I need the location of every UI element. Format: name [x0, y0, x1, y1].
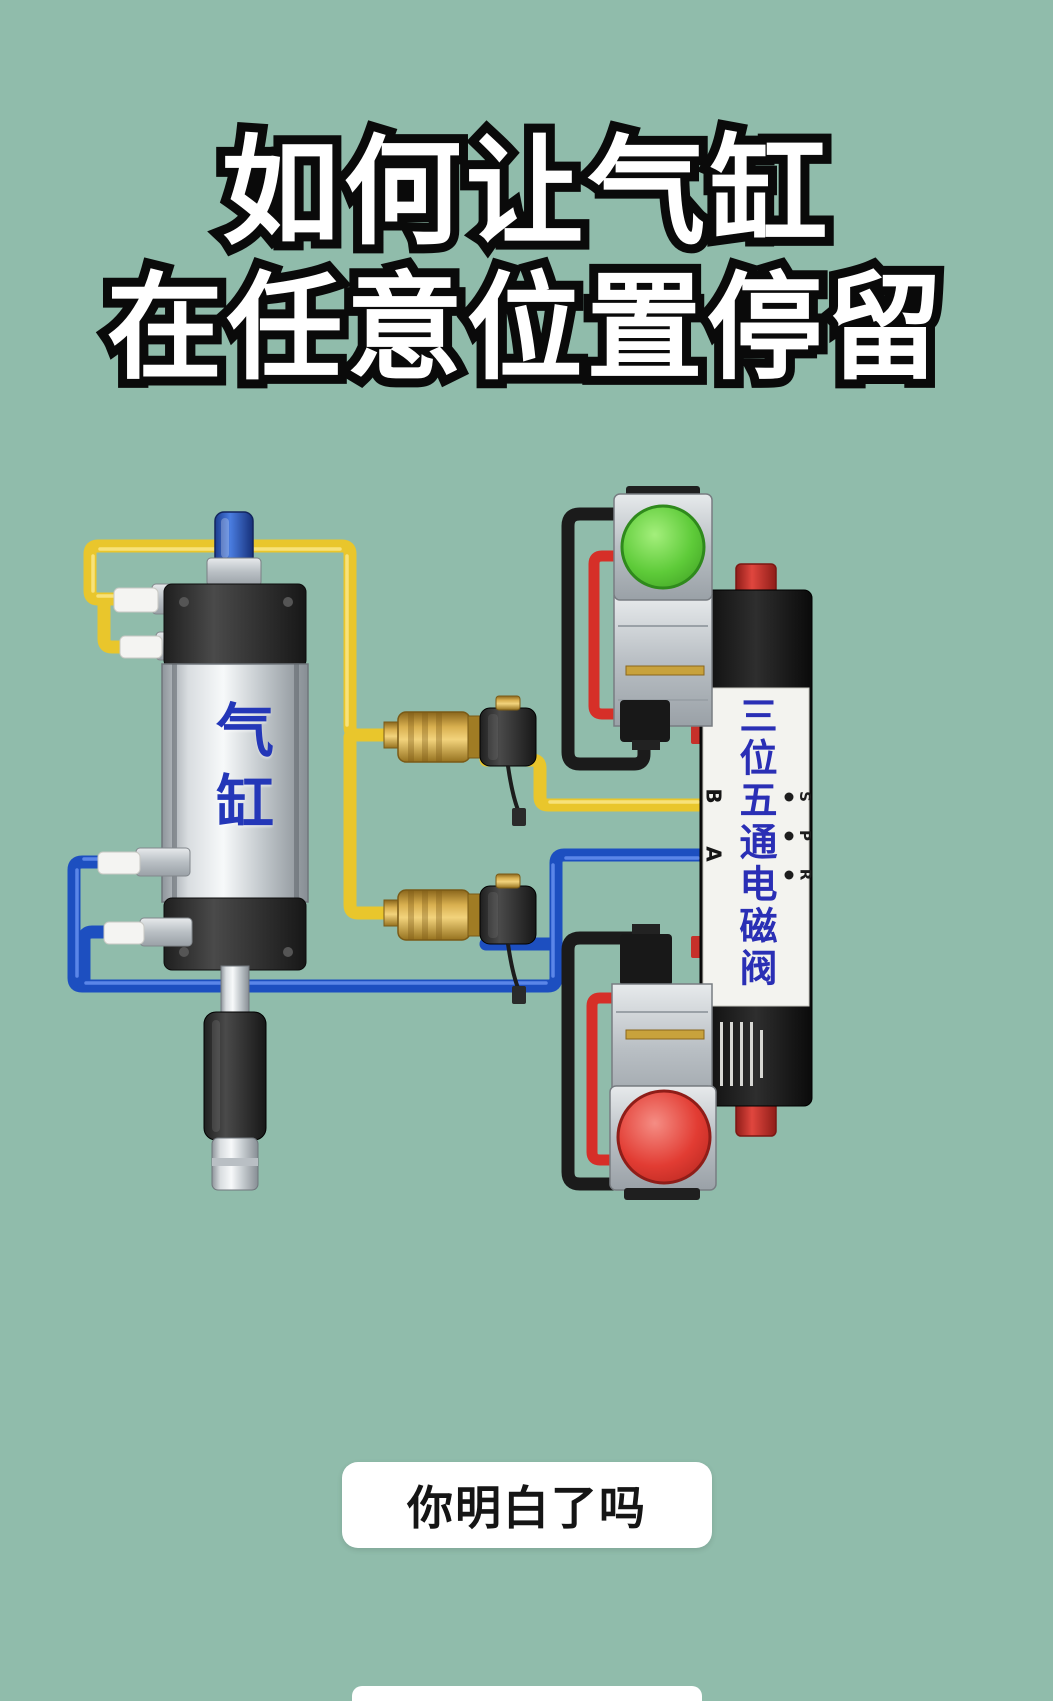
- check-valve-2: [383, 873, 537, 1004]
- top-coil-connector: [620, 700, 670, 742]
- valve-spec-text-block: [720, 1022, 763, 1086]
- signal-wires: [561, 507, 651, 1191]
- valve-port-nub-bottom: [691, 936, 702, 958]
- air-cylinder: [97, 511, 309, 1191]
- red-wire-top: [588, 550, 632, 720]
- green-button: [620, 504, 706, 590]
- cylinder-cap-nut: [206, 557, 262, 587]
- bottom-cropped-panel: [352, 1686, 702, 1701]
- valve-label-panel: [702, 687, 810, 1007]
- cylinder-bottom-fittings: [97, 847, 193, 947]
- port-dot-p: [784, 831, 794, 841]
- check-valve-1: [383, 695, 537, 826]
- red-wire-bottom: [586, 992, 630, 1166]
- bottom-coil-connector: [620, 934, 672, 986]
- port-label-s: S: [795, 791, 814, 802]
- top-solenoid-head: [613, 595, 713, 750]
- port-label-p: P: [796, 830, 814, 841]
- footer-caption: 你明白了吗: [342, 1462, 712, 1548]
- piston-rod: [220, 965, 250, 1015]
- blue-air-tubing: [67, 848, 707, 993]
- port-label-a: A: [701, 846, 726, 862]
- cylinder-label: 气缸: [206, 700, 274, 844]
- port-label-r: R: [796, 868, 815, 881]
- valve-port-nub-top: [691, 722, 702, 744]
- port-dot-r: [784, 870, 794, 880]
- port-label-b: B: [701, 788, 726, 804]
- main-valve-label: 三位五通电磁阀: [733, 696, 777, 990]
- footer-caption-text: 你明白了吗: [407, 1481, 647, 1535]
- port-dot-s: [784, 792, 794, 802]
- red-button: [616, 1089, 712, 1185]
- red-button-assembly: [609, 1085, 717, 1200]
- green-button-assembly: [613, 486, 713, 601]
- black-wire-top: [561, 507, 651, 771]
- main-solenoid-valve: [609, 486, 813, 1200]
- cylinder-head-block: [163, 583, 307, 669]
